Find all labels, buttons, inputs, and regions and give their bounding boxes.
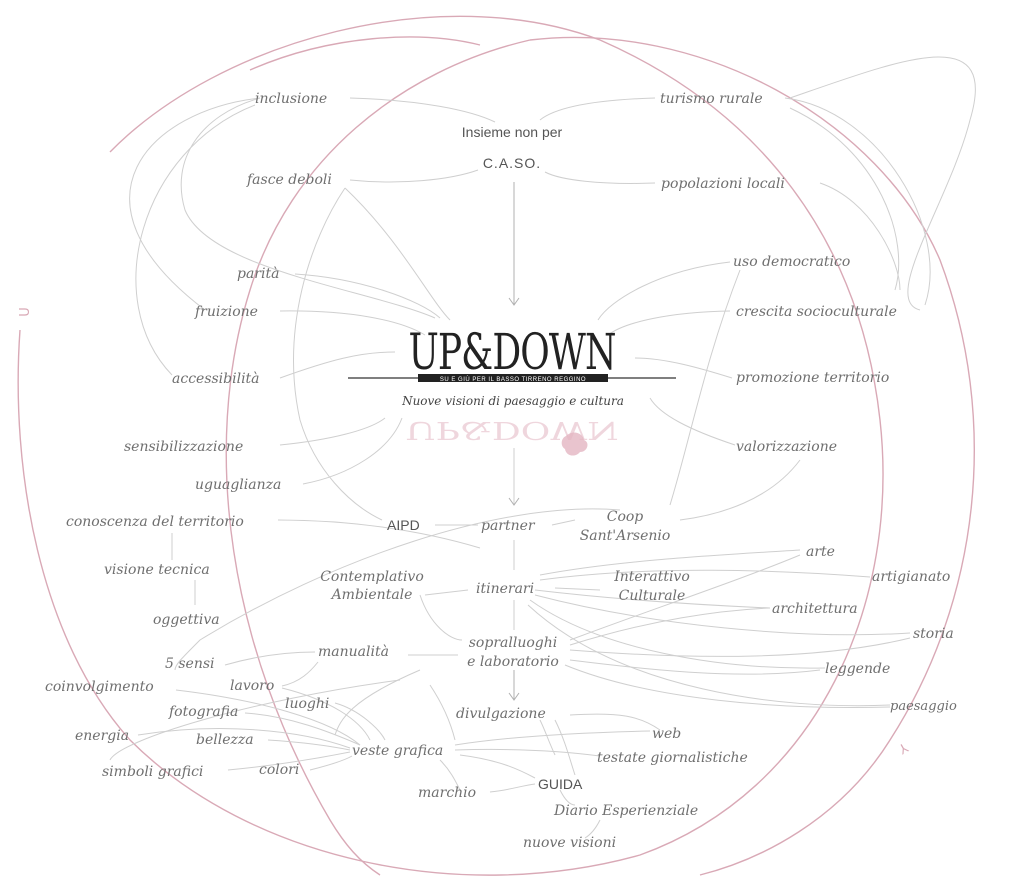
node-fotografia: fotografia xyxy=(168,704,238,720)
node-arte: arte xyxy=(806,544,835,560)
node-guida: GUIDA xyxy=(538,776,583,792)
header-line1: Insieme non per xyxy=(462,124,563,140)
node-itinerari: itinerari xyxy=(476,581,534,597)
node-diario: Diario Esperienziale xyxy=(553,803,698,819)
node-leggende: leggende xyxy=(825,661,890,677)
node-conoscenza-territorio: conoscenza del territorio xyxy=(66,514,244,530)
node-bellezza: bellezza xyxy=(196,732,254,748)
node-uguaglianza: uguaglianza xyxy=(195,477,281,493)
node-valorizzazione: valorizzazione xyxy=(736,439,837,455)
logo-reflection: UP&DOWN xyxy=(405,416,618,443)
node-lavoro: lavoro xyxy=(230,678,274,694)
ring-right-arc xyxy=(529,36,975,876)
node-crescita-socioculturale: crescita socioculturale xyxy=(736,304,897,320)
logo-subtitle: Nuove visioni di paesaggio e cultura xyxy=(401,394,624,408)
node-coop-line1: Coop xyxy=(607,509,644,525)
node-sopralluoghi-line1: sopralluoghi xyxy=(469,635,557,651)
node-parita: parità xyxy=(237,266,279,282)
node-artigianato: artigianato xyxy=(872,569,950,585)
ring-left-arc xyxy=(17,15,884,876)
logo-tagline: su e giù per il Basso Tirreno Reggino xyxy=(440,376,586,383)
node-uso-democratico: uso democratico xyxy=(733,254,850,270)
node-oggettiva: oggettiva xyxy=(153,612,220,628)
node-energia: energia xyxy=(75,728,129,744)
logo: UP&DOWN su e giù per il Basso Tirreno Re… xyxy=(348,324,676,456)
node-sensibilizzazione: sensibilizzazione xyxy=(124,439,243,455)
node-interattivo-line1: Interattivo xyxy=(613,569,690,585)
node-accessibilita: accessibilità xyxy=(172,371,260,387)
node-colori: colori xyxy=(259,762,299,778)
node-labels: inclusione turismo rurale fasce deboli p… xyxy=(45,91,957,851)
node-interattivo-line2: Culturale xyxy=(619,588,686,604)
node-fasce-deboli: fasce deboli xyxy=(246,172,332,188)
node-popolazioni-locali: popolazioni locali xyxy=(661,176,785,192)
decorative-rings xyxy=(17,15,975,876)
ring-small-arc xyxy=(249,36,481,71)
ring-mark-right: Y xyxy=(896,739,911,756)
node-paesaggio: paesaggio xyxy=(890,699,957,714)
node-cinque-sensi: 5 sensi xyxy=(165,656,215,672)
node-promozione-territorio: promozione territorio xyxy=(736,370,889,386)
node-simboli-grafici: simboli grafici xyxy=(102,764,203,780)
logo-blot xyxy=(561,432,588,456)
node-divulgazione: divulgazione xyxy=(456,706,546,722)
node-turismo-rurale: turismo rurale xyxy=(660,91,763,107)
logo-band xyxy=(418,374,608,382)
logo-wordmark: UP&DOWN xyxy=(408,324,615,381)
header-caso: C.A.SO. xyxy=(483,155,541,171)
node-veste-grafica: veste grafica xyxy=(352,743,443,759)
node-marchio: marchio xyxy=(418,785,476,801)
node-contemplativo-line1: Contemplativo xyxy=(320,569,424,585)
node-coop-line2: Sant'Arsenio xyxy=(580,528,671,544)
node-manualita: manualità xyxy=(318,644,389,660)
ring-mark-left: U xyxy=(18,307,33,317)
node-sopralluoghi-line2: e laboratorio xyxy=(467,654,559,670)
node-coinvolgimento: coinvolgimento xyxy=(45,679,154,695)
node-nuove-visioni: nuove visioni xyxy=(523,835,616,851)
node-luoghi: luoghi xyxy=(285,696,329,712)
node-storia: storia xyxy=(913,626,954,642)
node-architettura: architettura xyxy=(772,601,858,617)
node-inclusione: inclusione xyxy=(255,91,327,107)
node-fruizione: fruizione xyxy=(194,304,258,320)
node-aipd: AIPD xyxy=(387,517,420,533)
node-partner: partner xyxy=(481,518,536,534)
node-visione-tecnica: visione tecnica xyxy=(104,562,210,578)
ring-inner-arc xyxy=(225,39,531,876)
node-contemplativo-line2: Ambientale xyxy=(330,587,413,603)
node-testate: testate giornalistiche xyxy=(597,750,748,766)
node-web: web xyxy=(652,726,681,742)
connector-lines xyxy=(109,56,976,839)
